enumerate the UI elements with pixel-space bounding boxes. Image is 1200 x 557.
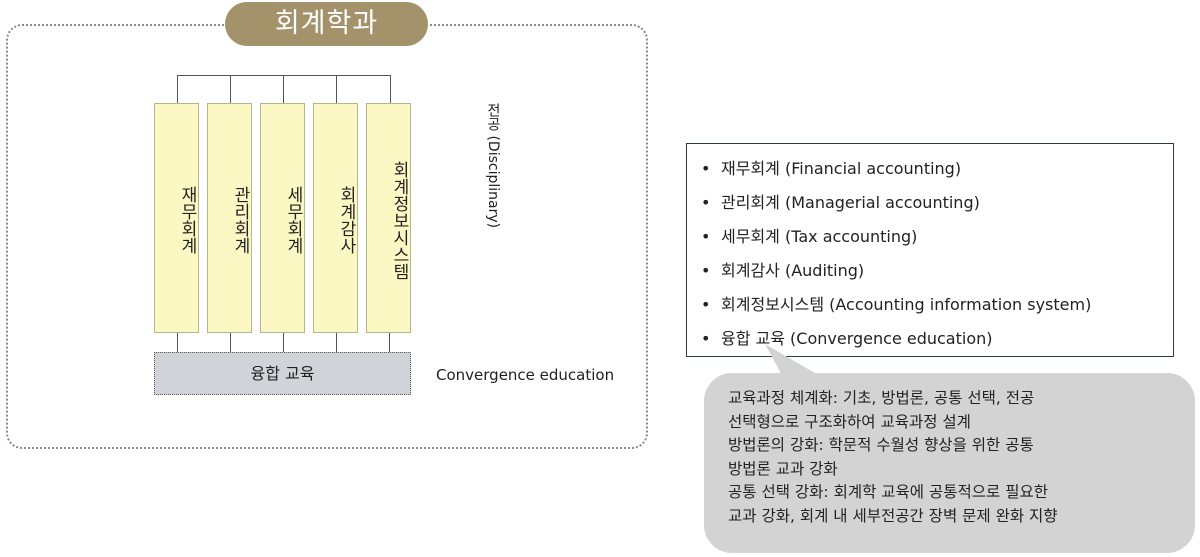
subject-list-box: •재무회계 (Financial accounting) •관리회계 (Mana… bbox=[686, 143, 1174, 357]
callout-line: 교육과정 체계화: 기초, 방법론, 공통 선택, 전공 bbox=[728, 389, 1035, 407]
connector-foot bbox=[177, 333, 178, 353]
subject-list: •재무회계 (Financial accounting) •관리회계 (Mana… bbox=[687, 144, 1173, 356]
connector-foot bbox=[230, 333, 231, 353]
callout-line: 공통 선택 강화: 회계학 교육에 공통적으로 필요한 bbox=[728, 483, 1048, 501]
column-label: 세무회계 bbox=[283, 186, 303, 254]
callout-line: 선택형으로 구조화하여 교육과정 설계 bbox=[728, 412, 971, 431]
list-item: •관리회계 (Managerial accounting) bbox=[701, 186, 1173, 220]
callout-line: 방법론 교과 강화 bbox=[728, 459, 838, 478]
convergence-side-label: Convergence education bbox=[436, 366, 615, 384]
convergence-box: 융합 교육 bbox=[154, 352, 411, 395]
column-auditing: 회계감사 bbox=[313, 103, 358, 333]
connector-foot bbox=[389, 333, 390, 353]
bullet-icon: • bbox=[701, 227, 711, 246]
bullet-icon: • bbox=[701, 329, 711, 348]
list-item: •재무회계 (Financial accounting) bbox=[701, 152, 1173, 186]
callout-line: 교과 강화, 회계 내 세부전공간 장벽 문제 완화 지향 bbox=[728, 506, 1058, 525]
column-tax-accounting: 세무회계 bbox=[260, 103, 305, 333]
bullet-icon: • bbox=[701, 193, 711, 212]
list-item: •세무회계 (Tax accounting) bbox=[701, 220, 1173, 254]
connector-drop bbox=[336, 76, 337, 103]
list-item: •회계감사 (Auditing) bbox=[701, 254, 1173, 288]
connector-drop bbox=[283, 76, 284, 103]
connector-top bbox=[177, 75, 391, 104]
bullet-icon: • bbox=[701, 261, 711, 280]
column-label: 회계감사 bbox=[336, 186, 356, 254]
list-item: •회계정보시스템 (Accounting information system) bbox=[701, 288, 1173, 322]
list-item: •융합 교육 (Convergence education) bbox=[701, 322, 1173, 356]
column-accounting-info-system: 회계정보시스템 bbox=[366, 103, 411, 333]
column-financial-accounting: 재무회계 bbox=[154, 103, 199, 333]
column-label: 재무회계 bbox=[177, 186, 197, 254]
disciplinary-label: 전공 (Disciplinary) bbox=[485, 103, 501, 229]
column-label: 관리회계 bbox=[230, 186, 250, 254]
bullet-icon: • bbox=[701, 159, 711, 178]
connector-foot bbox=[336, 333, 337, 353]
connector-drop bbox=[230, 76, 231, 103]
department-title: 회계학과 bbox=[225, 2, 428, 46]
description-callout: 교육과정 체계화: 기초, 방법론, 공통 선택, 전공 선택형으로 구조화하여… bbox=[704, 373, 1195, 553]
connector-foot bbox=[283, 333, 284, 353]
callout-text: 교육과정 체계화: 기초, 방법론, 공통 선택, 전공 선택형으로 구조화하여… bbox=[728, 387, 1178, 528]
callout-line: 방법론의 강화: 학문적 수월성 향상을 위한 공통 bbox=[728, 436, 1034, 454]
column-label: 회계정보시스템 bbox=[389, 160, 409, 280]
column-managerial-accounting: 관리회계 bbox=[207, 103, 252, 333]
bullet-icon: • bbox=[701, 295, 711, 314]
